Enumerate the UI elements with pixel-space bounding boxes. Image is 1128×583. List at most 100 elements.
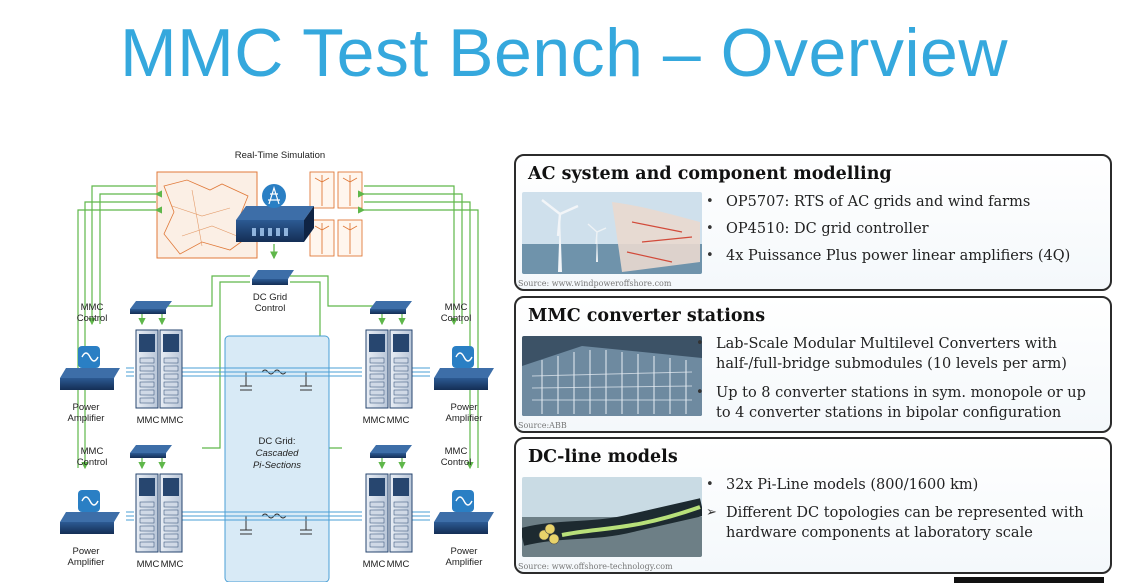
- rack-slot: [369, 373, 385, 380]
- panel-mmc-stations: MMC converter stations •Lab-Scale Modula…: [514, 296, 1112, 433]
- rack-slot: [139, 373, 155, 380]
- rack-slot: [369, 357, 385, 364]
- rack-panel: [163, 334, 179, 352]
- mmc-control-icon: [370, 309, 406, 314]
- rack-slot: [369, 365, 385, 372]
- rack-slot: [393, 381, 409, 388]
- power-amplifier-label: Power: [451, 546, 478, 557]
- mmc-control-label: Control: [441, 457, 472, 468]
- list-item: •Lab-Scale Modular Multilevel Converters…: [696, 336, 1067, 372]
- mmc-control-icon: [130, 309, 166, 314]
- power-amplifier-label: Amplifier: [446, 413, 483, 424]
- source-caption: Source:ABB: [518, 421, 567, 430]
- bullet-list: •32x Pi-Line models (800/1600 km) ➢Diffe…: [704, 475, 1100, 543]
- rack-panel: [139, 478, 155, 496]
- rack-slot: [369, 397, 385, 404]
- rack-slot: [163, 381, 179, 388]
- rack-panel: [369, 334, 385, 352]
- rack-slot: [369, 517, 385, 524]
- panel-title: MMC converter stations: [528, 306, 766, 326]
- mmc-label: MMC: [161, 559, 184, 570]
- rack-slot: [139, 381, 155, 388]
- rack-slot: [163, 533, 179, 540]
- rack-slot: [369, 541, 385, 548]
- mmc-control-label: MMC: [81, 302, 104, 313]
- power-amplifier-label: Power: [451, 402, 478, 413]
- mmc-control-label: Control: [77, 313, 108, 324]
- slide-title: MMC Test Bench – Overview: [120, 15, 1008, 91]
- mmc-label: MMC: [363, 559, 386, 570]
- mmc-label: MMC: [161, 415, 184, 426]
- mmc-control-label: MMC: [445, 302, 468, 313]
- rack-slot: [163, 397, 179, 404]
- rack-slot: [139, 357, 155, 364]
- rack-panel: [369, 478, 385, 496]
- amplifier-badge: [78, 346, 100, 368]
- rack-slot: [139, 501, 155, 508]
- list-item: •OP4510: DC grid controller: [706, 221, 929, 237]
- mmc-label: MMC: [137, 415, 160, 426]
- rack-slot: [163, 509, 179, 516]
- mmc-control-top: [370, 301, 412, 309]
- mmc-label: MMC: [137, 559, 160, 570]
- rack-slot: [369, 389, 385, 396]
- mmc-label: MMC: [363, 415, 386, 426]
- mmc-control-label: MMC: [445, 446, 468, 457]
- rack-slot: [393, 533, 409, 540]
- rack-slot: [369, 525, 385, 532]
- rack-slot: [163, 389, 179, 396]
- mmc-control-label: MMC: [81, 446, 104, 457]
- amplifier-badge: [452, 490, 474, 512]
- rack-slot: [139, 541, 155, 548]
- dc-grid-control-label-2: Control: [255, 303, 286, 314]
- rack-slot: [393, 517, 409, 524]
- test-bench-diagram: Real-Time Simulation DC Grid Control: [60, 150, 494, 582]
- rack-panel: [393, 478, 409, 496]
- amplifier-badge: [452, 346, 474, 368]
- mmc-control-label: Control: [441, 313, 472, 324]
- rack-slot: [369, 533, 385, 540]
- list-item: ➢Different DC topologies can be represen…: [706, 505, 1084, 541]
- rack-panel: [139, 334, 155, 352]
- list-item: •Up to 8 converter stations in sym. mono…: [696, 385, 1086, 421]
- amplifier-top: [60, 512, 120, 522]
- power-lines: [126, 367, 430, 521]
- list-item: •OP5707: RTS of AC grids and wind farms: [706, 194, 1031, 210]
- power-amplifier-icon: [60, 522, 114, 534]
- rack-slot: [163, 501, 179, 508]
- list-item: •32x Pi-Line models (800/1600 km): [706, 477, 979, 493]
- mmc-control-icon: [130, 453, 166, 458]
- rack-slot: [393, 541, 409, 548]
- rack-slot: [393, 509, 409, 516]
- wind-farm-photo: [522, 192, 702, 274]
- converter-station-photo: [522, 336, 702, 416]
- list-item: •4x Puissance Plus power linear amplifie…: [706, 248, 1071, 264]
- rack-slot: [393, 501, 409, 508]
- dc-grid-label-3: Pi-Sections: [253, 460, 301, 471]
- rack-slot: [139, 517, 155, 524]
- rack-slot: [163, 525, 179, 532]
- dc-grid-label-1: DC Grid:: [259, 436, 296, 447]
- power-amplifier-icon: [434, 522, 488, 534]
- rack-slot: [163, 357, 179, 364]
- mmc-label: MMC: [387, 559, 410, 570]
- subsea-cable-photo: [522, 477, 702, 557]
- rack-slot: [163, 365, 179, 372]
- amplifier-top: [434, 512, 494, 522]
- sine-wave-icon: [455, 496, 473, 506]
- rack-slot: [393, 357, 409, 364]
- amplifier-top: [434, 368, 494, 378]
- source-caption: Source: www.windpoweroffshore.com: [518, 279, 672, 288]
- bullet-list: •OP5707: RTS of AC grids and wind farms …: [704, 192, 1100, 266]
- rack-slot: [139, 525, 155, 532]
- rack-slot: [139, 389, 155, 396]
- rts-simulator-icon: [236, 184, 314, 242]
- mmc-label: MMC: [387, 415, 410, 426]
- panel-title: AC system and component modelling: [528, 164, 892, 184]
- amplifier-top: [60, 368, 120, 378]
- rack-slot: [163, 517, 179, 524]
- mmc-control-top: [370, 445, 412, 453]
- sine-wave-icon: [81, 496, 99, 506]
- panel-title: DC-line models: [528, 447, 678, 467]
- dc-grid-control-icon: [252, 270, 294, 285]
